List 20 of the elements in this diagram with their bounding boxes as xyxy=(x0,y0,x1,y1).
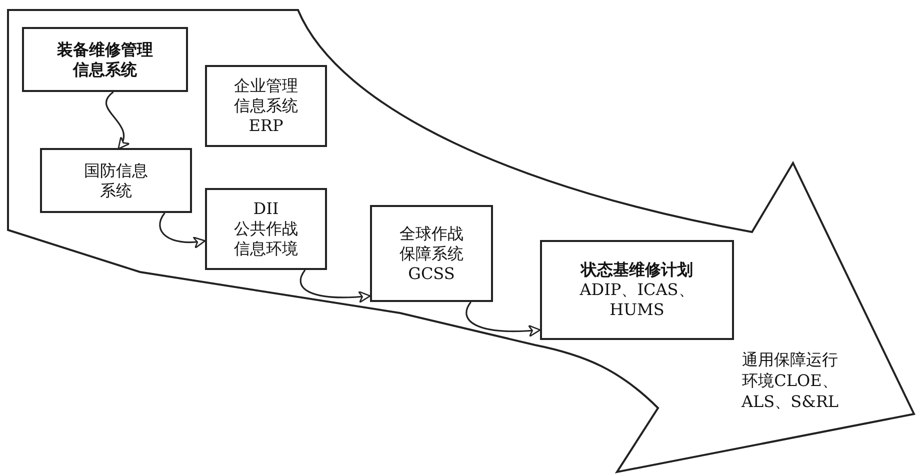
box-label: DII xyxy=(253,199,279,219)
arrow-label: 通用保障运行环境CLOE、ALS、S&RL xyxy=(740,350,840,412)
box-label: 状态基维修计划 xyxy=(581,260,693,280)
box-label: 国防信息系统 xyxy=(82,160,149,200)
system-box xyxy=(205,188,327,270)
system-box xyxy=(540,240,734,340)
system-box xyxy=(40,148,192,213)
system-box xyxy=(205,65,327,147)
system-box xyxy=(370,205,493,302)
curved-arrow xyxy=(466,302,541,337)
curved-arrow xyxy=(159,212,206,248)
box-label: 企业管理信息系统 xyxy=(232,76,299,116)
curved-arrow xyxy=(106,91,130,150)
box-label: 公共作战信息环境 xyxy=(232,219,299,259)
box-label: ADIP、ICAS、HUMS xyxy=(578,280,696,320)
box-label: GCSS xyxy=(408,264,455,284)
box-label: 装备维修管理信息系统 xyxy=(56,40,154,80)
system-box xyxy=(22,27,188,92)
box-label: 全球作战保障系统 xyxy=(398,224,464,264)
box-label: ERP xyxy=(248,116,284,136)
